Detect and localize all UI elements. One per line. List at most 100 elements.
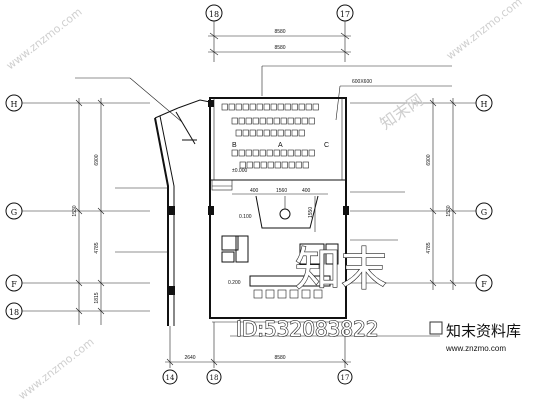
seat	[312, 103, 319, 111]
lounge-chair	[325, 243, 339, 265]
grid-label-bottom-17: 17	[341, 374, 350, 382]
grid-label-right-G: G	[481, 208, 487, 217]
seat	[277, 103, 284, 111]
sofa	[235, 235, 249, 263]
seat	[266, 117, 273, 125]
stage-round-table	[279, 208, 291, 220]
seat	[284, 129, 291, 137]
seat	[273, 149, 280, 157]
seat	[301, 117, 308, 125]
seating-row-label-a: A	[278, 142, 283, 149]
seat	[253, 161, 260, 169]
grid-marker-bottom-18	[206, 369, 222, 385]
watermark-url-bottom: www.znzmo.com	[445, 344, 506, 353]
seat	[259, 149, 266, 157]
left-facade-wall	[154, 117, 169, 326]
seat	[228, 103, 235, 111]
dimension-left-4: 1815	[94, 292, 100, 303]
seat	[298, 103, 305, 111]
level-note-3: 0.200	[228, 280, 241, 286]
seat	[305, 103, 312, 111]
grid-label-left-18: 18	[9, 308, 19, 317]
seat	[252, 117, 259, 125]
seat	[263, 103, 270, 111]
seat	[280, 117, 287, 125]
seat	[302, 161, 309, 169]
seat	[235, 129, 242, 137]
seat	[238, 117, 245, 125]
dimension-1560: 1560	[276, 188, 287, 194]
seat	[273, 117, 280, 125]
seat	[287, 149, 294, 157]
seat	[291, 103, 298, 111]
counter-chairs	[253, 289, 323, 299]
dimension-bottom-right: 8580	[274, 355, 285, 361]
dimension-top-outer: 8580	[274, 29, 285, 35]
seat	[270, 103, 277, 111]
dimension-left-1: 6900	[94, 154, 100, 165]
level-note-2: 0.100	[239, 214, 252, 220]
dimension-right-2: 1530	[446, 205, 452, 216]
dimension-400-a: 400	[250, 188, 259, 194]
column	[343, 206, 349, 215]
grid-label-top-17: 17	[340, 10, 350, 19]
counter-chair	[313, 289, 323, 299]
grid-label-left-H: H	[11, 100, 18, 109]
seat	[260, 161, 267, 169]
counter	[249, 275, 331, 287]
seat	[280, 149, 287, 157]
seat	[249, 129, 256, 137]
seat	[274, 161, 281, 169]
grid-label-left-F: F	[11, 280, 17, 289]
grid-marker-bottom-14	[162, 369, 178, 385]
column	[208, 100, 214, 107]
watermark-url-topright: www.znzmo.com	[444, 0, 525, 62]
grid-label-bottom-18: 18	[210, 374, 219, 382]
seat	[308, 117, 315, 125]
dimension-right-1: 6900	[426, 154, 432, 165]
counter-chair	[253, 289, 263, 299]
seat	[221, 103, 228, 111]
seat	[245, 149, 252, 157]
seat	[287, 117, 294, 125]
seat	[284, 103, 291, 111]
seat	[245, 117, 252, 125]
dimension-top-inner: 8580	[274, 45, 285, 51]
seat	[263, 129, 270, 137]
dimension-bottom-left: 2640	[184, 355, 195, 361]
seat	[235, 103, 242, 111]
seating-row-label-c: C	[324, 142, 329, 149]
auditorium-seating	[221, 103, 319, 169]
seat	[301, 149, 308, 157]
seat	[277, 129, 284, 137]
seat	[239, 161, 246, 169]
seat	[288, 161, 295, 169]
seat	[298, 129, 305, 137]
dimension-1550: 1550	[308, 207, 314, 218]
tile-spec-note: 600X600	[352, 79, 372, 85]
watermark-side-cn: 知末网	[376, 90, 426, 133]
grid-label-right-F: F	[481, 280, 487, 289]
dimension-right-3: 4785	[426, 242, 432, 253]
seat	[294, 149, 301, 157]
grid-label-right-H: H	[481, 100, 488, 109]
seat	[270, 129, 277, 137]
grid-label-bottom-14: 14	[166, 374, 175, 382]
watermark-id-text: ID:532083822	[236, 317, 379, 341]
seat	[252, 149, 259, 157]
seat	[281, 161, 288, 169]
counter-chair	[301, 289, 311, 299]
dimension-left-3: 4785	[94, 242, 100, 253]
dimension-left-2: 1530	[72, 205, 78, 216]
grid-label-left-G: G	[11, 208, 17, 217]
seat	[291, 129, 298, 137]
watermark-logo-icon	[429, 321, 443, 335]
watermark-url-topleft: www.znzmo.com	[4, 5, 85, 72]
seat	[267, 161, 274, 169]
column	[208, 206, 214, 215]
counter-chair	[289, 289, 299, 299]
watermark-big-text: 知末	[295, 242, 387, 296]
seat	[256, 129, 263, 137]
side-table	[221, 251, 235, 263]
grid-label-top-18: 18	[209, 10, 219, 19]
